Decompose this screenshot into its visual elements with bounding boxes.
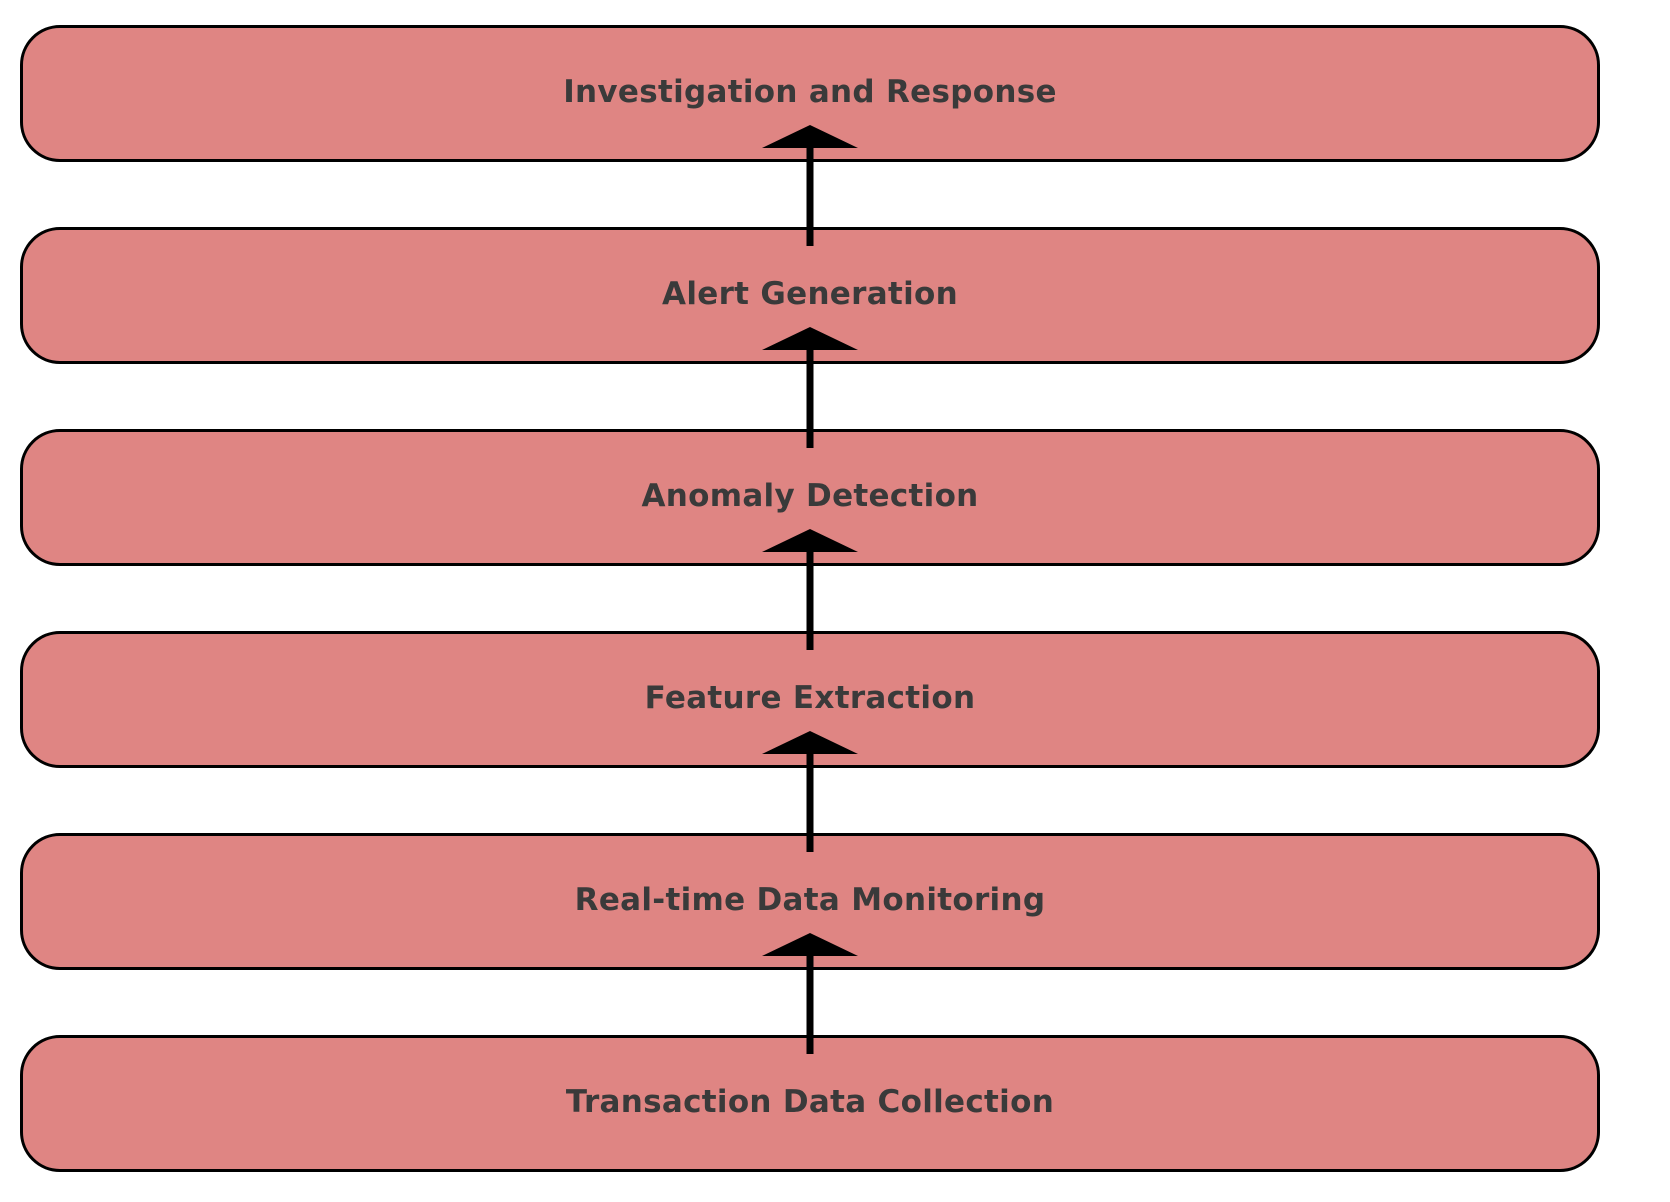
flow-step-label: Investigation and Response <box>563 73 1057 110</box>
flow-step-label: Feature Extraction <box>644 679 976 716</box>
flow-step-label: Real-time Data Monitoring <box>574 881 1046 918</box>
flow-step-investigation-and-response: Investigation and Response <box>20 25 1600 162</box>
flow-step-label: Transaction Data Collection <box>565 1083 1055 1120</box>
flow-step-feature-extraction: Feature Extraction <box>20 631 1600 768</box>
flow-step-alert-generation: Alert Generation <box>20 227 1600 364</box>
flow-step-label: Alert Generation <box>662 275 958 312</box>
flow-step-label: Anomaly Detection <box>641 477 979 514</box>
flow-step-transaction-data-collection: Transaction Data Collection <box>20 1035 1600 1172</box>
flow-step-real-time-data-monitoring: Real-time Data Monitoring <box>20 833 1600 970</box>
flow-step-anomaly-detection: Anomaly Detection <box>20 429 1600 566</box>
